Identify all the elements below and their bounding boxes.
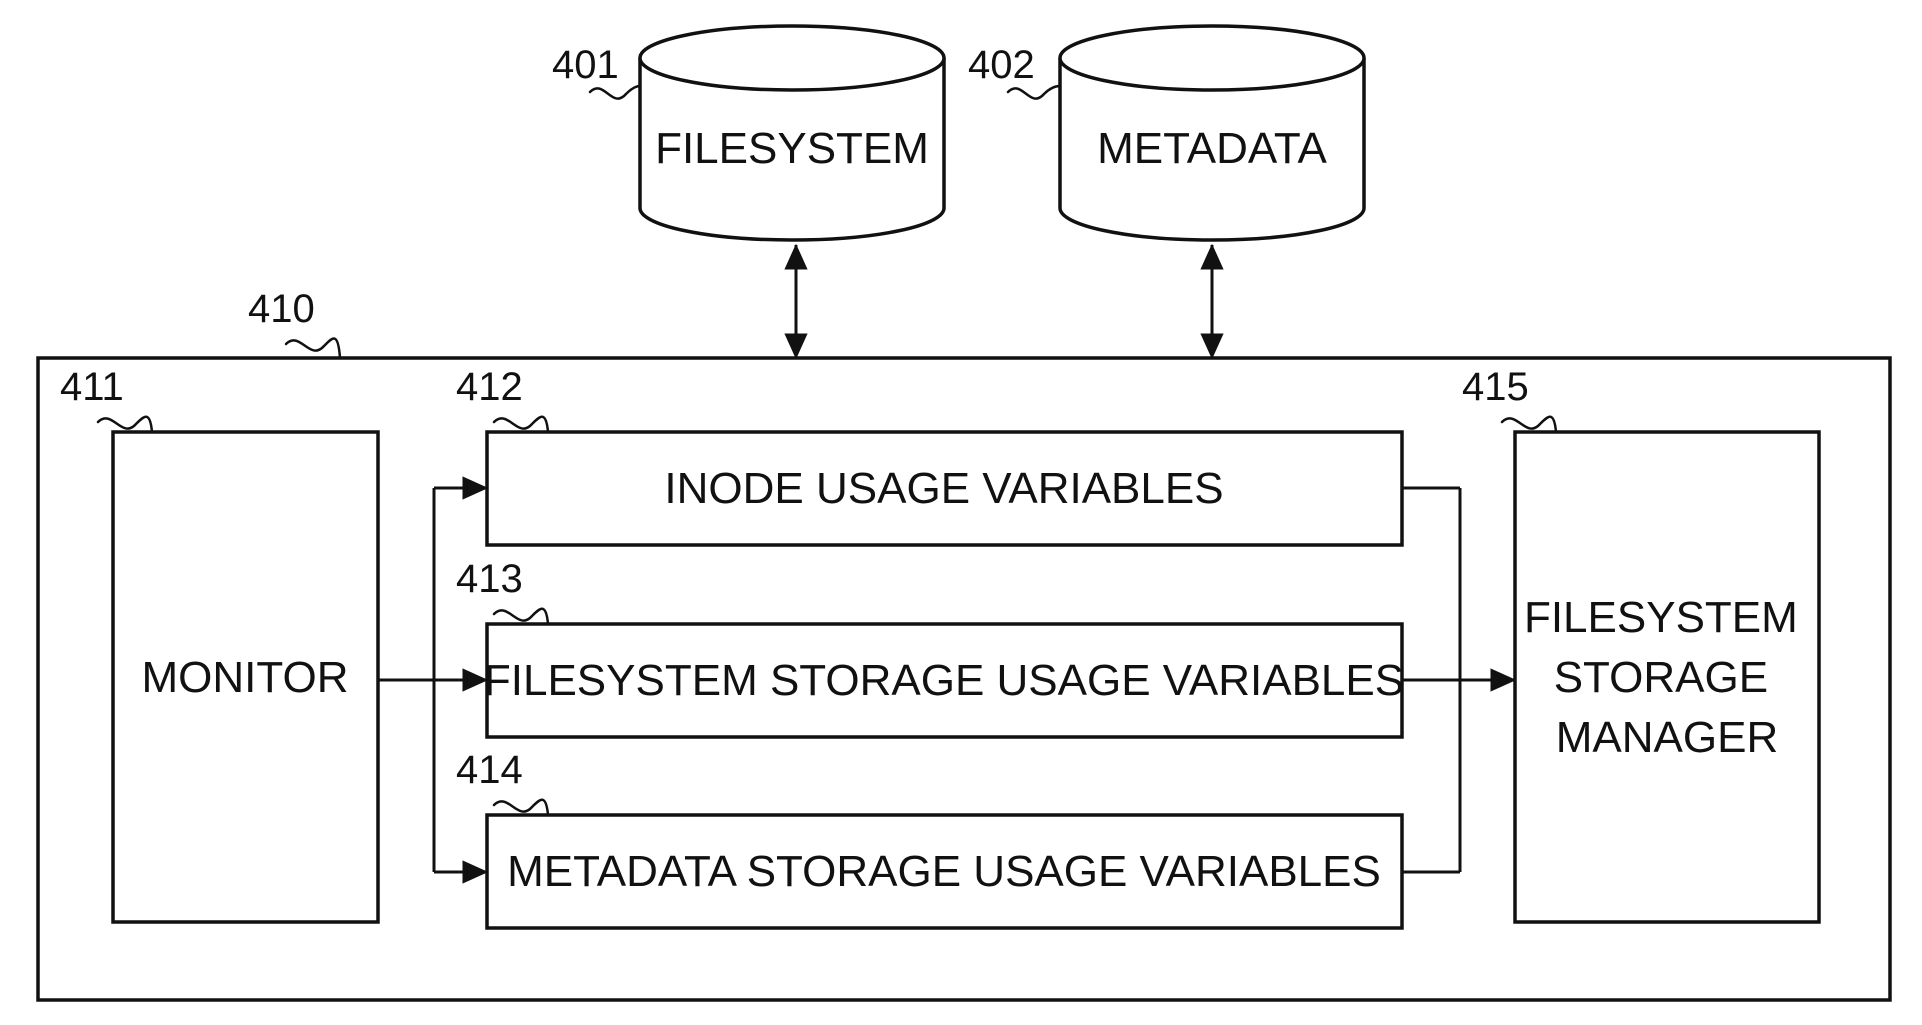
metadata-storage-usage-variables-ref: 414 bbox=[456, 748, 523, 792]
monitor-label: MONITOR bbox=[142, 653, 349, 702]
metadata-storage-usage-variables-label: METADATA STORAGE USAGE VARIABLES bbox=[507, 847, 1381, 896]
filesystem-storage-manager-label-line-2: STORAGE bbox=[1554, 653, 1768, 702]
inode-usage-variables-label: INODE USAGE VARIABLES bbox=[664, 464, 1223, 513]
system-container-leader bbox=[286, 338, 340, 358]
metadata-storage-usage-variables-leader bbox=[494, 800, 548, 815]
metadata-database: METADATA bbox=[1060, 26, 1364, 240]
filesystem-storage-manager-label-line-1: FILESYSTEM bbox=[1524, 593, 1798, 642]
filesystem-database-label: FILESYSTEM bbox=[655, 124, 929, 173]
filesystem-database-ref: 401 bbox=[552, 43, 619, 87]
filesystem-storage-usage-variables-ref: 413 bbox=[456, 557, 523, 601]
filesystem-database: FILESYSTEM bbox=[640, 26, 944, 240]
filesystem-storage-usage-variables-label: FILESYSTEM STORAGE USAGE VARIABLES bbox=[484, 656, 1404, 705]
monitor-ref: 411 bbox=[60, 365, 124, 409]
metadata-database-leader bbox=[1008, 86, 1060, 99]
metadata-database-label: METADATA bbox=[1097, 124, 1327, 173]
filesystem-storage-usage-variables-leader bbox=[494, 609, 548, 624]
filesystem-database-leader bbox=[590, 86, 640, 99]
inode-usage-variables-ref: 412 bbox=[456, 365, 523, 409]
filesystem-storage-manager-ref: 415 bbox=[1462, 365, 1529, 409]
filesystem-storage-manager-label: FILESYSTEM STORAGE MANAGER bbox=[1524, 593, 1810, 762]
filesystem-storage-manager-label-line-3: MANAGER bbox=[1556, 713, 1778, 762]
inode-usage-variables-leader bbox=[494, 417, 548, 432]
metadata-database-ref: 402 bbox=[968, 43, 1035, 87]
system-container-ref: 410 bbox=[248, 287, 315, 331]
filesystem-storage-manager-leader bbox=[1502, 417, 1556, 432]
monitor-leader bbox=[98, 417, 152, 432]
